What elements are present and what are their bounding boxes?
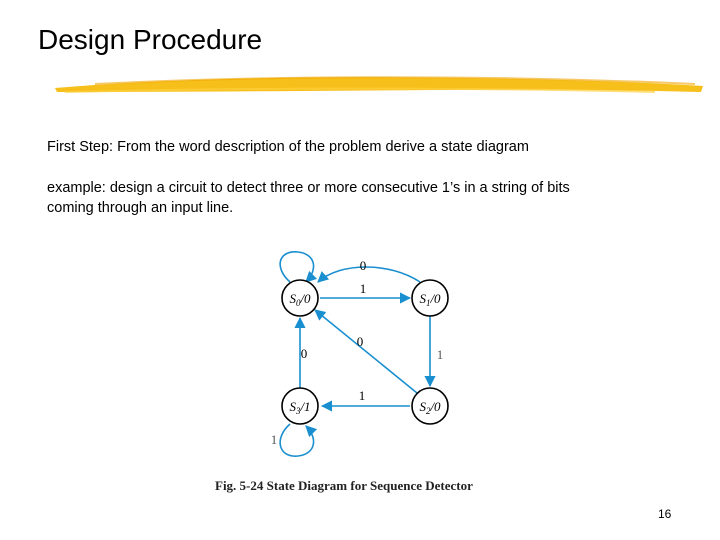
label-s3-s0: 0 <box>301 346 308 361</box>
step-description: First Step: From the word description of… <box>47 139 529 155</box>
figure-caption: Fig. 5-24 State Diagram for Sequence Det… <box>215 478 473 494</box>
svg-text:S3/1: S3/1 <box>289 399 310 416</box>
title-underline <box>55 72 705 98</box>
state-s0: S0/0 <box>282 280 318 316</box>
label-s2-s3: 1 <box>359 388 366 403</box>
state-s0-output: /0 <box>299 291 311 306</box>
svg-text:S1/0: S1/0 <box>419 291 441 308</box>
label-s1-s0: 0 <box>360 258 367 273</box>
state-s3-output: /1 <box>299 399 310 414</box>
example-description: example: design a circuit to detect thre… <box>47 178 647 218</box>
edge-s3-self <box>280 424 313 456</box>
edge-s2-s0 <box>315 310 417 393</box>
edge-s1-s0 <box>318 267 420 282</box>
state-s1-output: /0 <box>429 291 441 306</box>
state-s2: S2/0 <box>412 388 448 424</box>
svg-text:S2/0: S2/0 <box>419 399 441 416</box>
label-s0-s1: 1 <box>360 281 367 296</box>
page-number: 16 <box>658 507 671 521</box>
label-s3-self: 1 <box>271 432 278 447</box>
state-s2-output: /0 <box>429 399 441 414</box>
state-diagram: S0/0 S1/0 S2/0 S3/1 0 1 0 1 0 1 1 <box>260 248 460 468</box>
slide-title: Design Procedure <box>38 24 262 56</box>
example-line-1: example: design a circuit to detect thre… <box>47 178 647 198</box>
svg-text:S0/0: S0/0 <box>289 291 311 308</box>
state-s1: S1/0 <box>412 280 448 316</box>
example-line-2: coming through an input line. <box>47 198 647 218</box>
edge-s0-self <box>280 252 313 282</box>
label-s2-s0: 0 <box>357 334 364 349</box>
label-s1-s2: 1 <box>437 347 444 362</box>
state-s3: S3/1 <box>282 388 318 424</box>
